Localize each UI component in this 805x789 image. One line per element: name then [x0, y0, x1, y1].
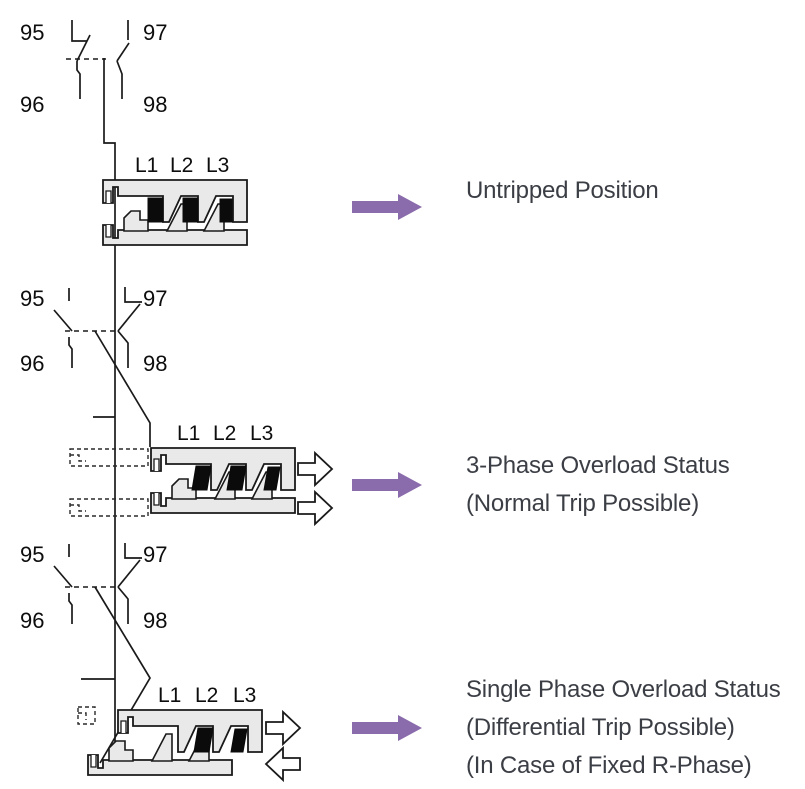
pointer-arrow-icon: [352, 472, 422, 498]
bimetal-l2-bent: [226, 465, 247, 491]
slider-mechanism-untripped: L1 L2 L3: [102, 154, 248, 246]
phase-label-l1: L1: [135, 154, 158, 177]
caption-line: Single Phase Overload Status: [466, 676, 781, 703]
pointer-arrow-icon: [352, 194, 422, 220]
caption-untripped: Untripped Position: [466, 172, 659, 210]
phase-label-l2: L2: [213, 422, 236, 445]
contact-label-96: 96: [20, 608, 44, 633]
phase-label-l3: L3: [233, 684, 256, 707]
trip-bar-line: [103, 58, 116, 762]
bimetal-l3-bent: [230, 728, 248, 753]
phase-label-l3: L3: [206, 154, 229, 177]
phase-label-l2: L2: [195, 684, 218, 707]
slider-mechanism-3phase-overload: L1 L2 L3: [69, 422, 333, 525]
phase-label-l1: L1: [158, 684, 181, 707]
contact-label-98: 98: [143, 92, 167, 117]
caption-line: Untripped Position: [466, 177, 659, 204]
phase-label-l2: L2: [170, 154, 193, 177]
contact-label-96: 96: [20, 351, 44, 376]
movement-arrow-right-icon: [265, 711, 301, 745]
contact-label-98: 98: [143, 608, 167, 633]
caption-3phase-overload: 3-Phase Overload Status (Normal Trip Pos…: [466, 447, 730, 523]
caption-line: (Normal Trip Possible): [466, 490, 699, 517]
movement-arrow-right-icon: [297, 491, 333, 525]
phase-label-l3: L3: [250, 422, 273, 445]
caption-line: 3-Phase Overload Status: [466, 452, 730, 479]
movement-arrow-left-icon: [265, 747, 301, 781]
movement-arrow-right-icon: [297, 452, 333, 486]
caption-single-phase-overload: Single Phase Overload Status (Differenti…: [466, 671, 781, 785]
contact-label-95: 95: [20, 20, 44, 45]
contact-symbol-untripped: 95 97 96 98: [20, 20, 167, 117]
bimetal-l2: [182, 197, 199, 223]
contact-label-98: 98: [143, 351, 167, 376]
ghost-position-outline: [69, 448, 149, 517]
contact-symbol-tripped-single-phase: 95 97 96 98: [20, 542, 167, 764]
bimetal-l3-bent: [263, 466, 281, 491]
pointer-arrow-icon: [352, 715, 422, 741]
contact-label-97: 97: [143, 286, 167, 311]
trip-lever: [94, 330, 151, 447]
contact-label-96: 96: [20, 92, 44, 117]
caption-line: (In Case of Fixed R-Phase): [466, 752, 752, 779]
bimetal-l3: [219, 198, 233, 223]
bimetal-l2-bent: [193, 727, 214, 753]
slider-mechanism-single-phase-overload: L1 L2 L3: [77, 684, 301, 781]
contact-label-97: 97: [143, 542, 167, 567]
bimetal-l1-bent: [191, 465, 212, 491]
caption-line: (Differential Trip Possible): [466, 714, 735, 741]
bimetal-l1: [147, 197, 164, 223]
phase-label-l1: L1: [177, 422, 200, 445]
contact-label-95: 95: [20, 286, 44, 311]
contact-label-95: 95: [20, 542, 44, 567]
contact-label-97: 97: [143, 20, 167, 45]
contact-symbol-tripped-3phase: 95 97 96 98: [20, 286, 167, 447]
trip-lever-differential: [94, 586, 151, 764]
ghost-position-outline: [77, 706, 96, 725]
